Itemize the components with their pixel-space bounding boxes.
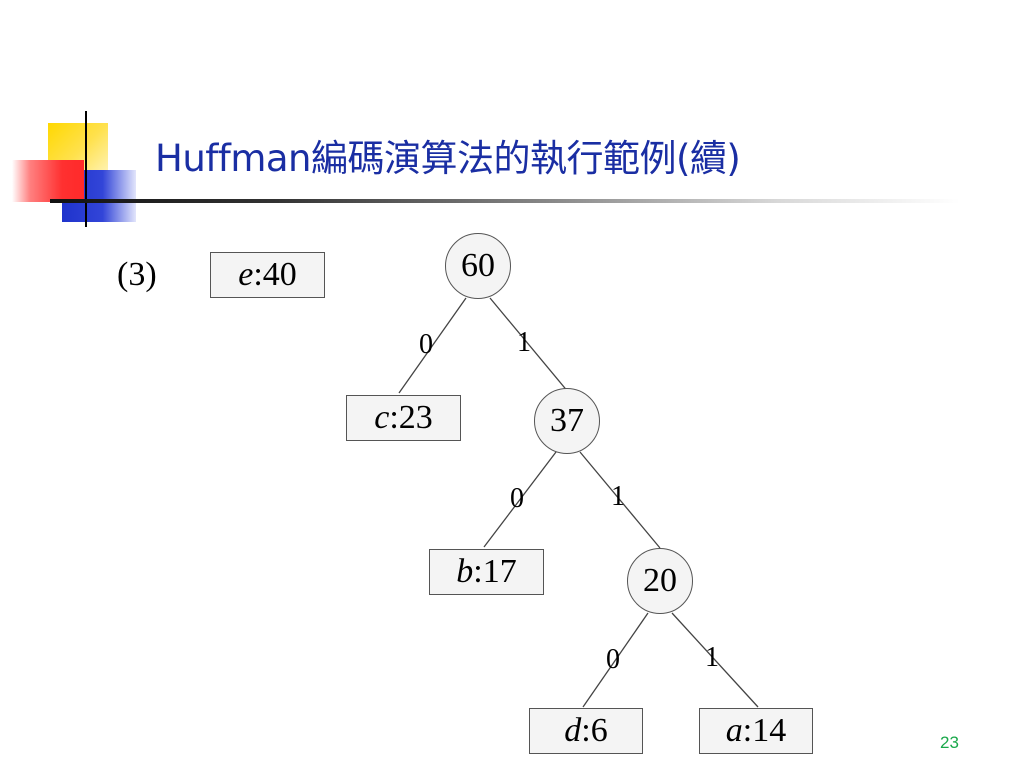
leaf-symbol: d [564,712,582,749]
node-20: 20 [627,548,693,614]
leaf-e: e:40 [210,252,325,298]
edge-label-20-right: 1 [705,642,719,673]
leaf-symbol: c [374,399,390,436]
edge-label-60-left: 0 [419,329,433,360]
edge-label-37-right: 1 [611,481,625,512]
leaf-symbol: e [238,256,254,293]
page-number: 23 [940,733,959,752]
edge-37-b [483,451,557,548]
node-37: 37 [534,388,600,454]
leaf-weight: :14 [742,712,787,749]
edge-60-c [398,297,467,394]
edge-20-a [671,612,759,708]
leaf-b: b:17 [429,549,544,595]
leaf-a: a:14 [699,708,813,754]
leaf-weight: :6 [581,712,608,749]
edge-20-d [582,612,649,708]
leaf-weight: :23 [389,399,433,436]
leaf-d: d:6 [529,708,643,754]
edge-label-60-right: 1 [517,327,531,358]
edge-37-20 [579,451,661,549]
leaf-weight: :17 [473,553,517,590]
slide-title: Huffman編碼演算法的執行範例(續) [155,137,741,180]
leaf-c: c:23 [346,395,461,441]
edge-60-37 [489,297,570,394]
leaf-symbol: b [456,553,474,590]
edge-label-20-left: 0 [606,644,620,675]
title-underline [50,199,960,203]
decor-red-bar [12,160,84,202]
decor-vertical-line [85,111,87,227]
leaf-weight: :40 [253,256,297,293]
leaf-symbol: a [725,712,743,749]
edge-label-37-left: 0 [510,483,524,514]
step-label: (3) [117,256,157,293]
node-60: 60 [445,233,511,299]
